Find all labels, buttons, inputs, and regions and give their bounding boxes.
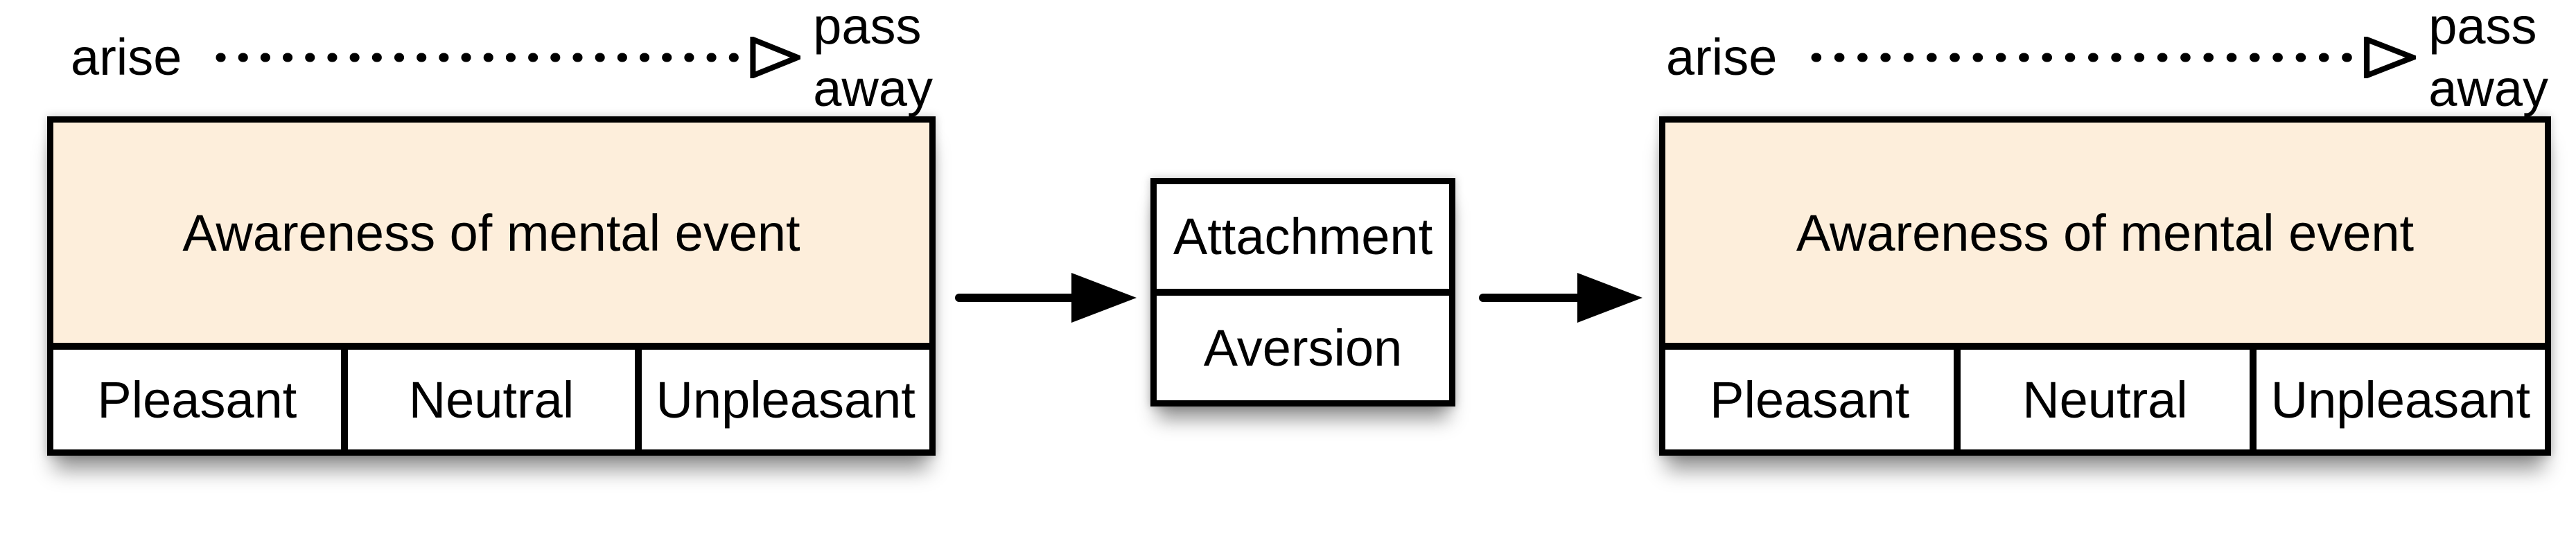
feeling-cell-unpleasant: Unpleasant — [635, 350, 930, 449]
reaction-attachment: Attachment — [1157, 184, 1449, 289]
feeling-cell-neutral: Neutral — [1954, 350, 2250, 449]
feeling-cell-pleasant: Pleasant — [53, 350, 341, 449]
pass-label: pass — [813, 0, 922, 55]
pass-label: pass — [2428, 0, 2537, 55]
awareness-label: Awareness of mental event — [1665, 123, 2545, 350]
arrow-right-icon — [1479, 273, 1642, 323]
pass-away-label: pass away — [813, 0, 936, 120]
away-label: away — [813, 60, 933, 117]
timeline-left: arise pass away — [47, 0, 936, 117]
arise-label: arise — [71, 28, 182, 86]
feeling-cell-neutral: Neutral — [340, 350, 636, 449]
arise-label: arise — [1666, 28, 1778, 86]
reaction-box: Attachment Aversion — [1150, 178, 1455, 407]
awareness-label: Awareness of mental event — [53, 123, 929, 350]
timeline-right: arise pass away — [1659, 0, 2551, 117]
dotted-arrow-icon — [216, 37, 801, 78]
feelings-row: Pleasant Neutral Unpleasant — [53, 350, 930, 449]
awareness-box: Awareness of mental event Pleasant Neutr… — [1659, 116, 2551, 456]
away-label: away — [2428, 60, 2548, 117]
awareness-box: Awareness of mental event Pleasant Neutr… — [47, 116, 936, 456]
dotted-arrow-icon — [1811, 37, 2417, 78]
reaction-aversion: Aversion — [1157, 289, 1449, 400]
arrow-right-icon — [955, 273, 1137, 323]
pass-away-label: pass away — [2428, 0, 2551, 120]
feeling-cell-unpleasant: Unpleasant — [2249, 350, 2545, 449]
feelings-row: Pleasant Neutral Unpleasant — [1665, 350, 2545, 449]
feeling-cell-pleasant: Pleasant — [1665, 350, 1954, 449]
